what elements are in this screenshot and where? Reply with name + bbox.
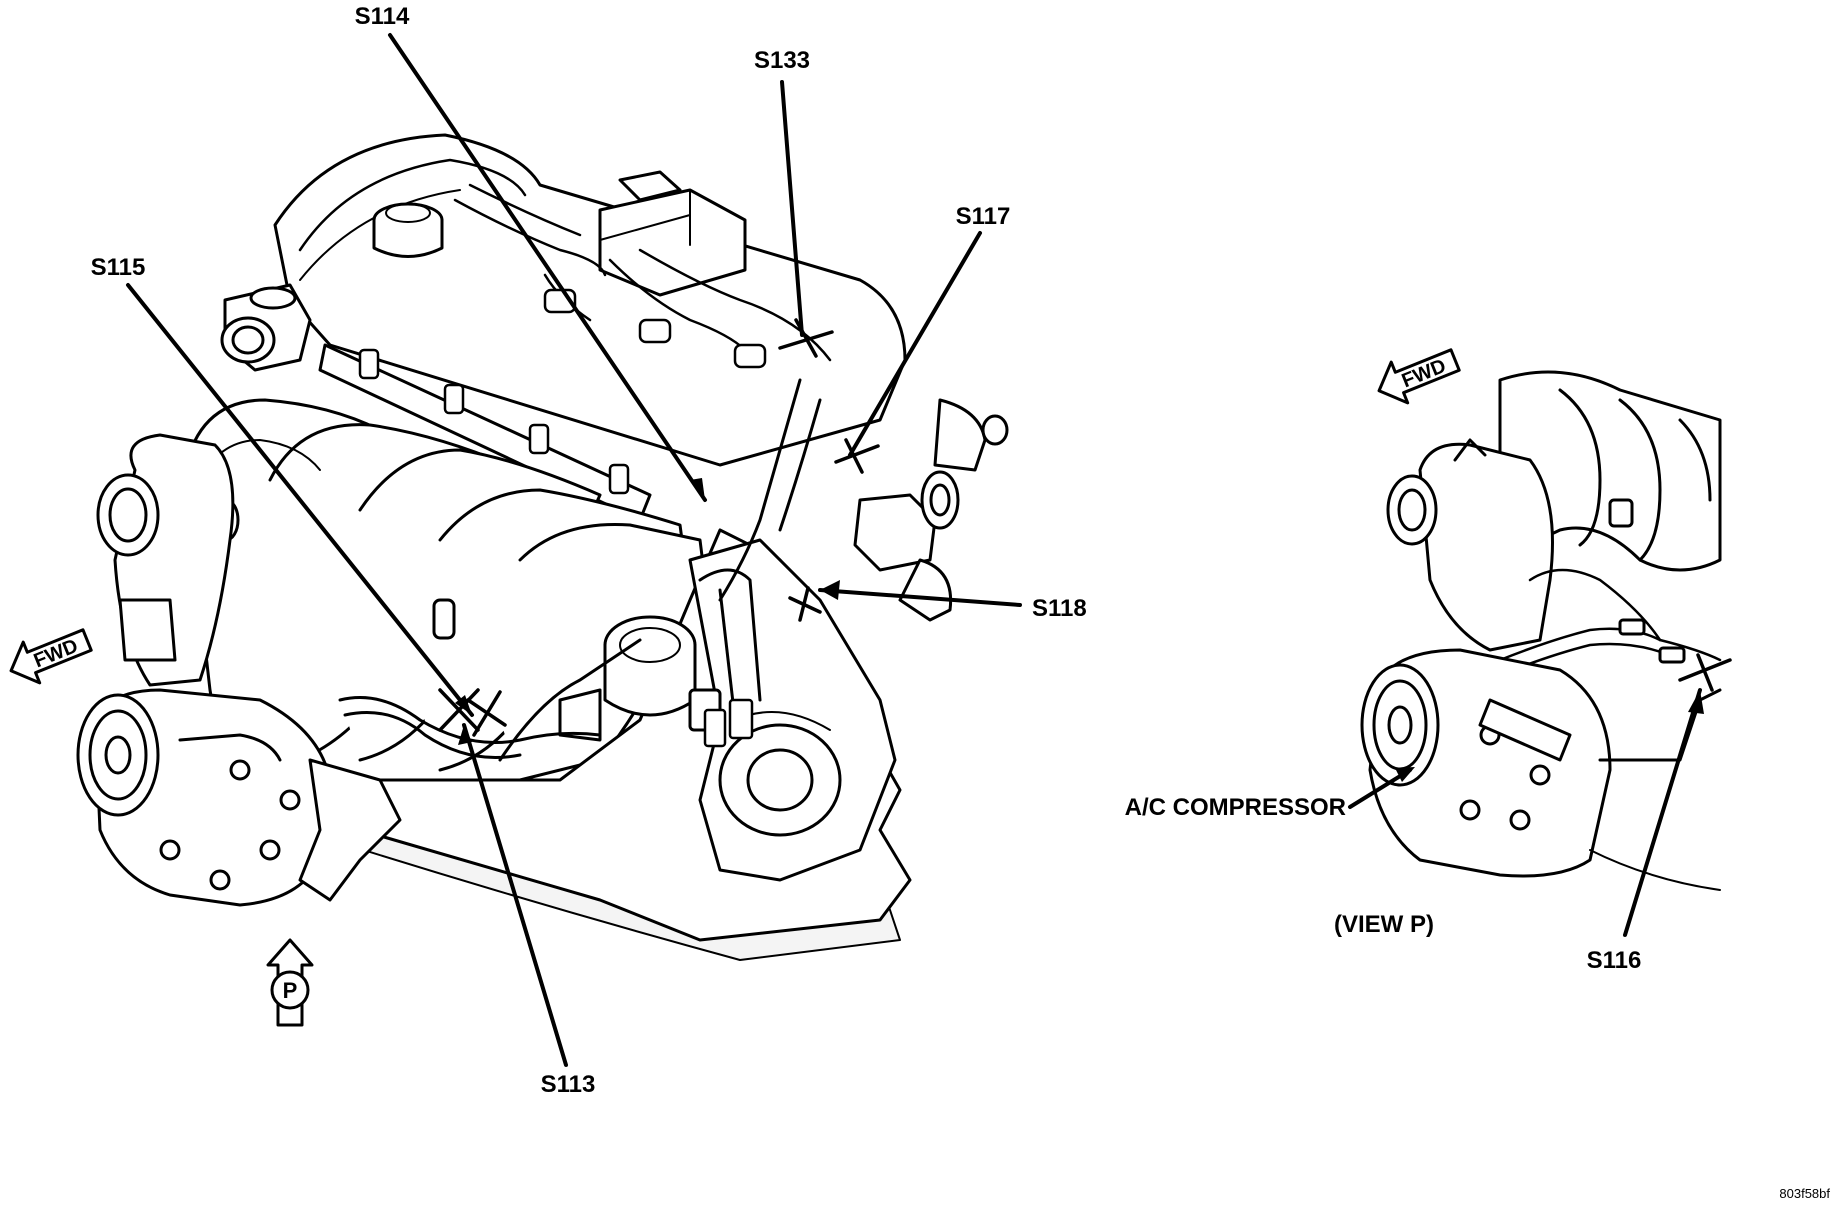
- ac-compressor-main-view: [76, 688, 332, 907]
- leader-s117: [848, 231, 982, 457]
- label-s117: S117: [956, 203, 1011, 230]
- fwd-direction-arrow-left: FWD: [9, 628, 93, 685]
- mounting-bracket: [298, 758, 402, 902]
- splice-marker-s116: [1678, 653, 1732, 692]
- intake-manifold: [183, 398, 712, 782]
- view-p-arrow-letter: P: [283, 978, 298, 1003]
- valve-cover: [273, 133, 907, 467]
- label-ac-compressor: A/C COMPRESSOR: [1125, 794, 1346, 821]
- leader-s114: [388, 33, 707, 502]
- label-s116: S116: [1587, 947, 1642, 974]
- splice-marker-s117: [834, 438, 880, 474]
- splice-markers-main: [438, 318, 880, 737]
- arrowhead-s114: [690, 478, 705, 500]
- splice-marker-s133: [778, 318, 834, 358]
- leader-s118: [818, 588, 1022, 607]
- egr-valve: [853, 398, 1009, 622]
- leader-lines-main: [126, 33, 1022, 1067]
- view-p-arrow: P: [266, 938, 314, 1027]
- fwd-direction-arrow-right: FWD: [1377, 348, 1461, 405]
- arrowhead-s115: [455, 695, 472, 715]
- arrowhead-s113: [458, 725, 472, 745]
- arrowhead-ac-compressor: [1395, 767, 1415, 782]
- arrowhead-s116: [1688, 690, 1704, 714]
- label-s118: S118: [1032, 595, 1087, 622]
- inset-generator: [1418, 442, 1554, 652]
- leader-arrowheads-inset: [1395, 690, 1704, 782]
- leader-s113: [462, 723, 568, 1067]
- leader-s133: [780, 80, 804, 337]
- label-s115: S115: [91, 254, 146, 281]
- label-s114: S114: [355, 3, 410, 30]
- figure-id: 803f58bf: [1779, 1186, 1830, 1201]
- inset-view-p-drawing: [1360, 370, 1722, 891]
- label-s133: S133: [754, 47, 810, 74]
- leader-arrowheads: [455, 478, 840, 745]
- leader-s115: [126, 283, 474, 717]
- leader-s116: [1623, 688, 1702, 937]
- label-s113: S113: [541, 1071, 596, 1098]
- callout-labels: S114 S133 S117 S115 S118 S113 S116 A/C C…: [91, 3, 1831, 1201]
- splice-marker-s113: [466, 690, 507, 737]
- arrowhead-s118: [820, 580, 840, 600]
- engine-assembly-drawing: [76, 133, 1009, 961]
- splice-marker-s115: [438, 688, 480, 732]
- label-view-p: (VIEW P): [1334, 911, 1434, 938]
- ac-compressor-inset-view: [1360, 648, 1612, 878]
- splice-marker-s118: [788, 586, 822, 622]
- generator: [96, 433, 235, 687]
